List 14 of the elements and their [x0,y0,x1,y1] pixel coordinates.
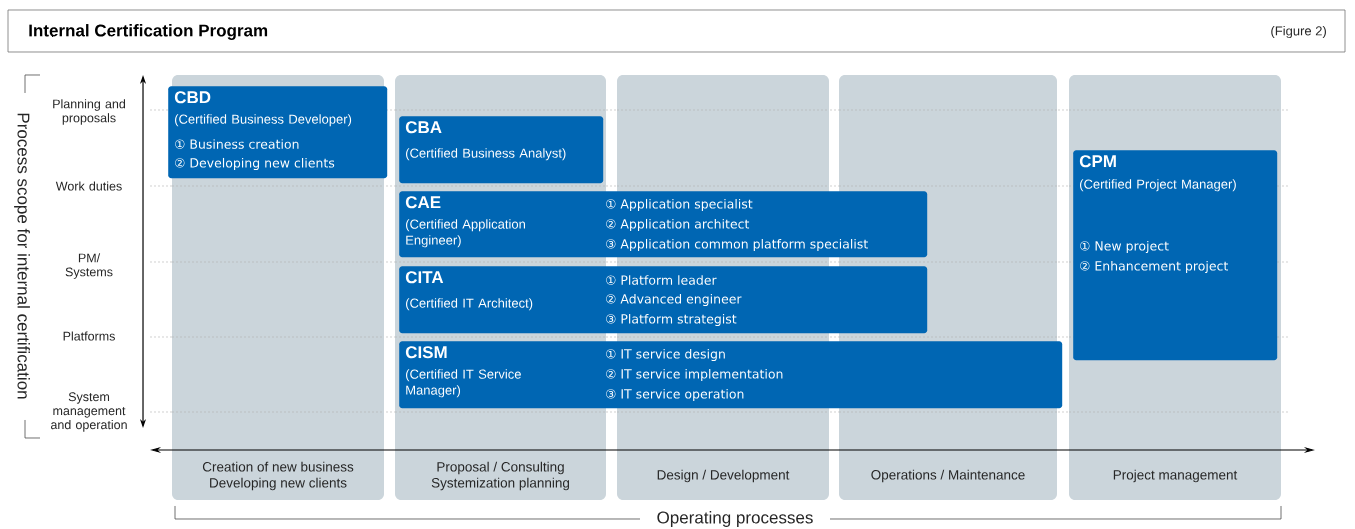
level-label: PM/ Systems [65,253,113,279]
axis-title: Process scope for internal certification [14,113,30,399]
level-label: System management and operation [50,392,127,432]
axis-title: Operating processes [652,511,818,527]
level-label: Planning and proposals [53,99,125,125]
certification-box: CISM (Certified IT Service Manager) ① IT service design ② IT service implementation ③ IT service operation [399,341,1063,409]
figure-number: (Figure 2) [1271,25,1326,39]
level-label: Platforms [63,331,115,341]
certification-box: CITA (Certified IT Architect) ① Platform leader ② Advanced engineer ③ Platform strategist [399,266,928,334]
certification-box: CBA (Certified Business Analyst) [399,116,604,184]
certification-box: CPM (Certified Project Manager) ① New project ② Enhancement project [1073,150,1278,361]
certification-box: CAE (Certified Application Engineer) ① Application specialist ② Application architect ③ Application common platform specialist [399,191,928,258]
certification-box: CBD (Certified Business Developer) ① Business creation ② Developing new clients [168,86,388,179]
level-label: Work duties [55,181,122,191]
